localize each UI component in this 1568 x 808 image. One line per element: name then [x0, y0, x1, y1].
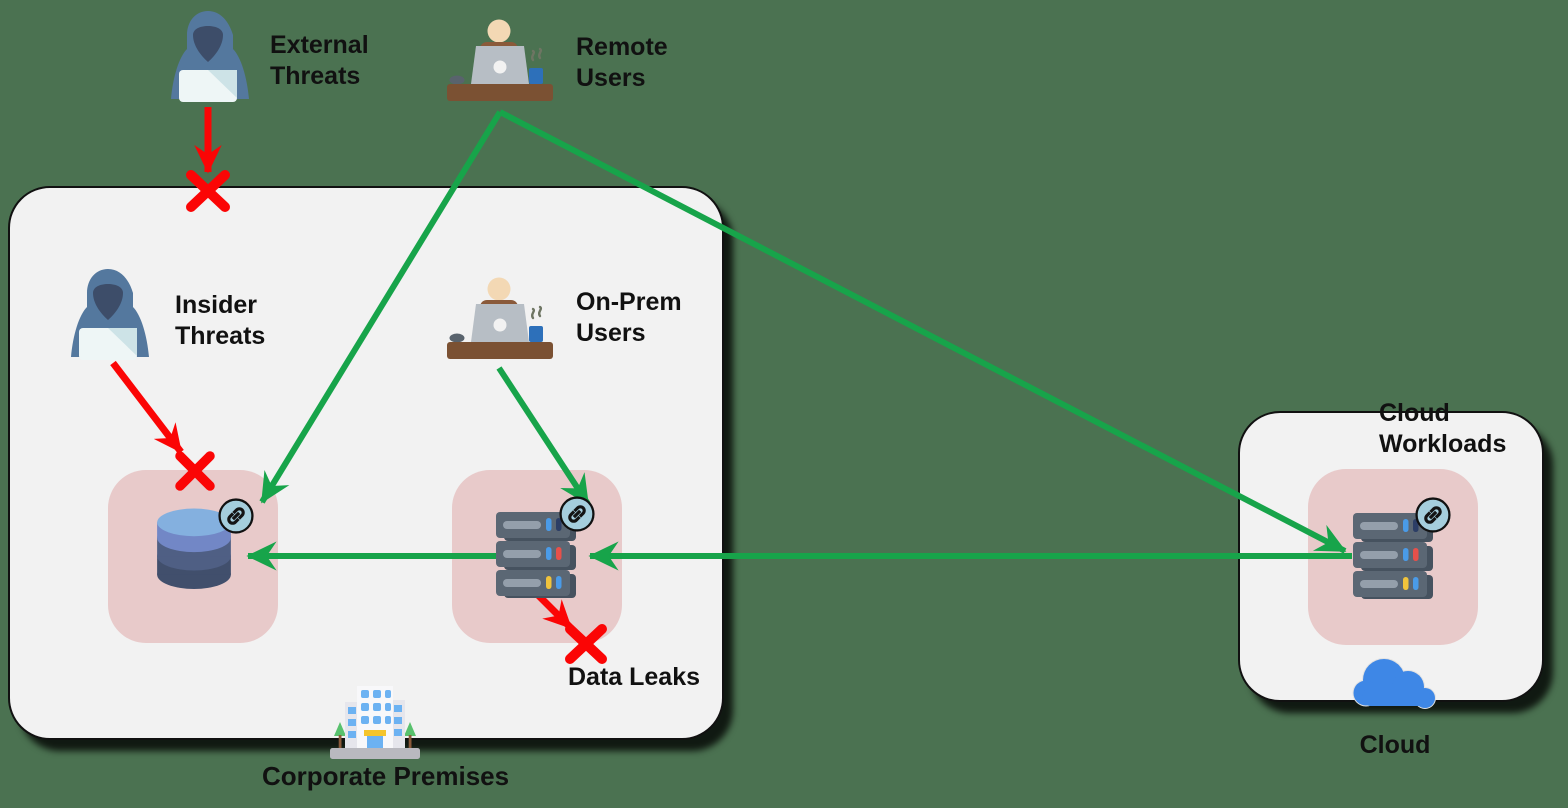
database-icon	[155, 507, 233, 591]
data-leaks-label: Data Leaks	[568, 663, 701, 691]
insider-threats-label: Insider Threats	[175, 291, 266, 350]
insider-threats-hooded-attacker-icon	[66, 266, 150, 363]
database-link-badge-icon	[217, 497, 255, 535]
cloud-icon	[1352, 650, 1440, 718]
cloud-server-link-badge-icon	[1414, 496, 1452, 534]
office-building-icon	[330, 684, 420, 760]
onprem-server-link-badge-icon	[558, 495, 596, 533]
onprem-users-desk-icon	[447, 268, 553, 360]
external-threats-label: External Threats	[270, 31, 369, 90]
onprem-users-label: On-Prem Users	[576, 288, 682, 347]
remote-users-desk-icon	[447, 10, 553, 102]
cloud-label: Cloud	[1359, 731, 1431, 759]
external-threats-hooded-attacker-icon	[166, 8, 250, 105]
cloud-workloads-label: Cloud Workloads	[1379, 399, 1507, 458]
corporate-premises-label: Corporate Premises	[262, 761, 510, 791]
remote-users-label: Remote Users	[576, 33, 668, 92]
cloud-server-rack-icon	[1353, 513, 1437, 599]
